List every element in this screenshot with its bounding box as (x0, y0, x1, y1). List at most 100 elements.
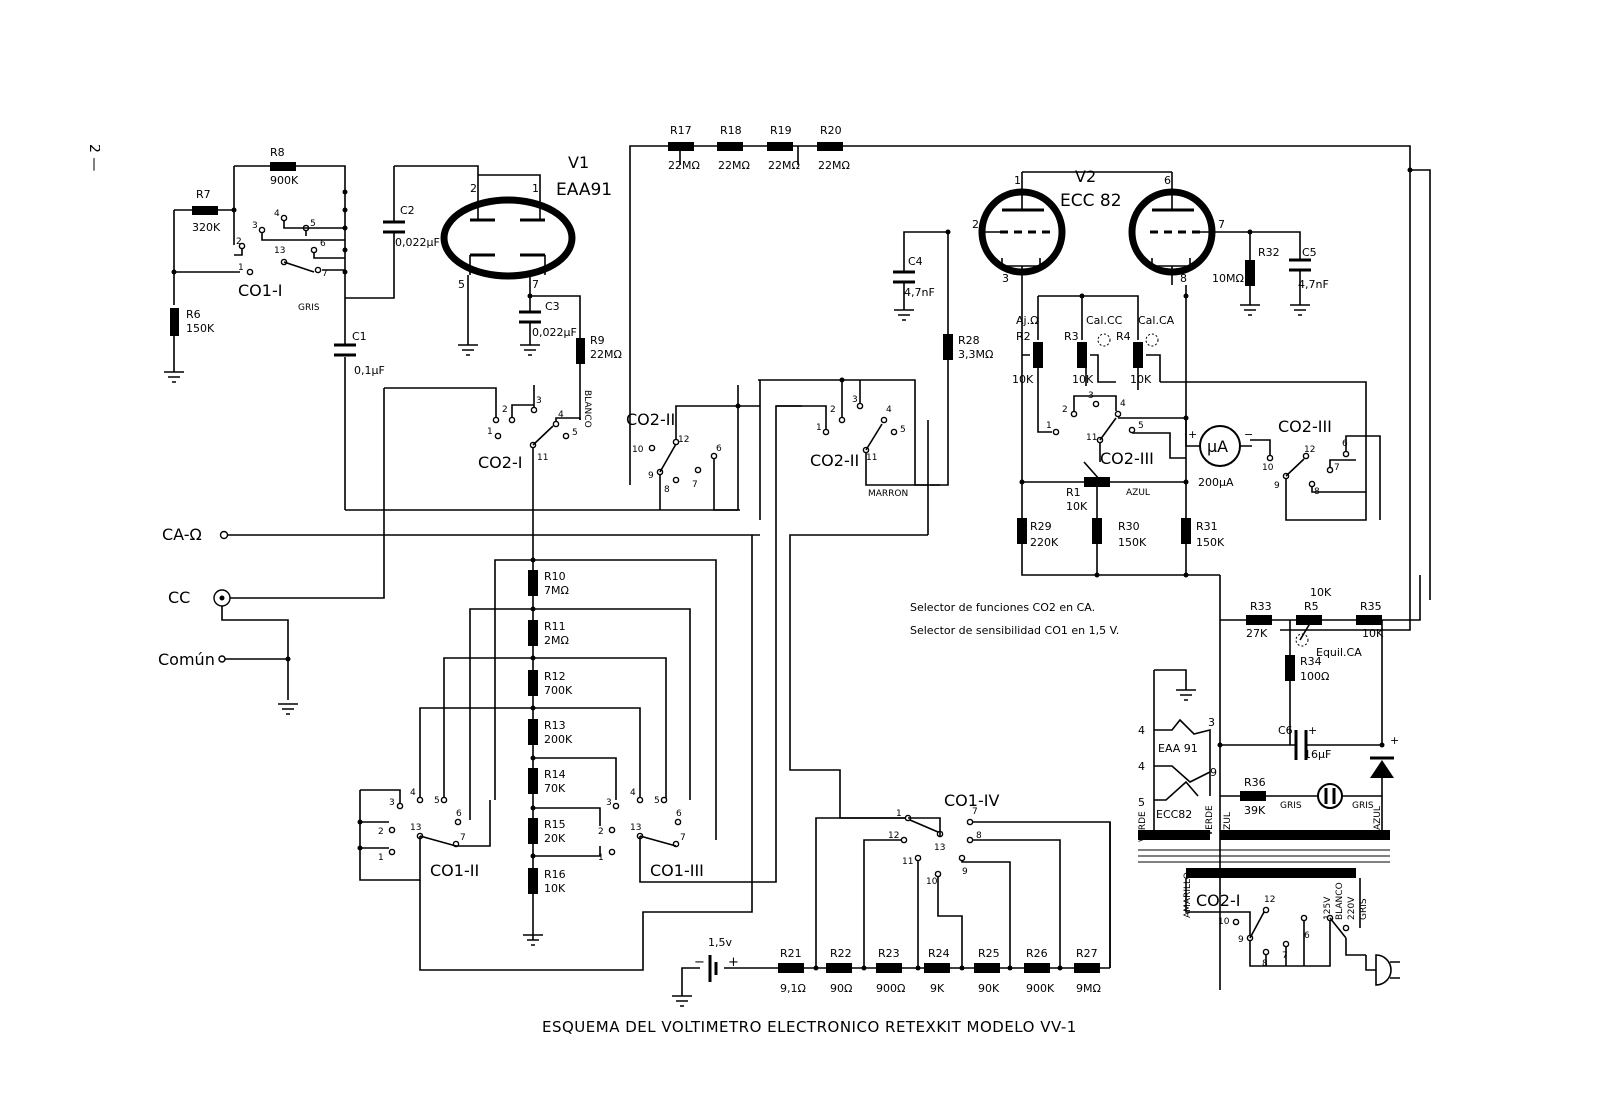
r17-ref: R17 (670, 124, 692, 137)
amarillo-tag: AMARILLO (1183, 872, 1193, 918)
svg-text:2: 2 (830, 405, 836, 415)
mains-plug-icon (1375, 954, 1392, 986)
r25-value: 90K (978, 982, 1000, 995)
svg-text:5: 5 (572, 428, 578, 438)
ca-ohm-terminal[interactable] (219, 530, 229, 540)
resistor-r28 (943, 334, 953, 360)
r13-ref: R13 (544, 719, 566, 732)
svg-text:10: 10 (1218, 917, 1230, 927)
svg-text:2: 2 (502, 405, 508, 415)
r5-value: 10K (1310, 586, 1332, 599)
pot-r4 (1133, 342, 1143, 368)
svg-text:12: 12 (888, 831, 899, 841)
pot-r5 (1296, 615, 1322, 625)
co2-i-section: 1 2 3 4 5 11 CO2-I (225, 385, 740, 599)
meter-symbol: μA (1207, 437, 1228, 456)
svg-text:6: 6 (716, 444, 722, 454)
resistor-r19 (767, 142, 793, 151)
r4-tag: Cal.CA (1138, 314, 1175, 327)
svg-text:7: 7 (460, 833, 466, 843)
microammeter: μA + − 200μA (1183, 415, 1253, 489)
c2-ref: C2 (400, 204, 415, 217)
hv-divider-chain: R17 R18 R19 R20 22MΩ 22MΩ 22MΩ 22MΩ (629, 124, 1431, 631)
svg-text:8: 8 (1262, 959, 1268, 969)
svg-text:4: 4 (274, 209, 280, 219)
svg-text:7: 7 (680, 833, 686, 843)
r14-value: 70K (544, 782, 566, 795)
page-marker: 2 — (80, 130, 102, 185)
r20-ref: R20 (820, 124, 842, 137)
r5-ref: R5 (1304, 600, 1319, 613)
page-marker-text: 2 — (86, 144, 100, 171)
svg-text:11: 11 (866, 453, 877, 463)
cal-cc-adjust-icon[interactable] (1097, 333, 1111, 347)
r2-tag: Aj.Ω (1016, 314, 1038, 327)
r19-ref: R19 (770, 124, 792, 137)
heater-pin-4b: 4 (1138, 760, 1145, 773)
r22-ref: R22 (830, 947, 852, 960)
r4-value: 10K (1130, 373, 1152, 386)
svg-text:5: 5 (654, 796, 660, 806)
gris-tag-3: GRIS (1352, 801, 1374, 811)
c4-value: 4,7nF (904, 286, 935, 299)
svg-text:6: 6 (456, 809, 462, 819)
resistor-r11 (528, 620, 538, 646)
resistor-r36 (1240, 791, 1266, 801)
neon-lamp-icon (1317, 783, 1343, 809)
r27-value: 9MΩ (1076, 982, 1101, 995)
svg-text:+: + (1308, 724, 1317, 737)
svg-text:2: 2 (1062, 405, 1068, 415)
r9-ref: R9 (590, 334, 605, 347)
comun-terminal[interactable] (218, 655, 226, 663)
svg-text:1: 1 (1046, 421, 1052, 431)
r3-ref: R3 (1064, 330, 1079, 343)
r12-ref: R12 (544, 670, 566, 683)
r34-ref: R34 (1300, 655, 1322, 668)
battery-plus: + (728, 955, 739, 970)
resistor-r29 (1017, 518, 1027, 544)
azul-tag-2: AZUL (1373, 806, 1383, 830)
svg-text:7: 7 (322, 269, 328, 279)
equil-ca-adjust-icon[interactable] (1295, 633, 1309, 647)
r1-value: 10K (1066, 500, 1088, 513)
resistor-r6 (170, 308, 179, 336)
r33-value: 27K (1246, 627, 1268, 640)
gris-tag-1: GRIS (298, 303, 320, 313)
r10-value: 7MΩ (544, 584, 569, 597)
coupling-caps: C1 0,1μF C2 0,022μF (334, 165, 541, 510)
c4-ref: C4 (908, 255, 923, 268)
r21-value: 9,1Ω (780, 982, 806, 995)
resistor-r31 (1181, 518, 1191, 544)
r33-ref: R33 (1250, 600, 1272, 613)
svg-text:7: 7 (1334, 463, 1340, 473)
co1-iii-label: CO1-III (650, 861, 704, 880)
r36-ref: R36 (1244, 776, 1266, 789)
svg-text:1: 1 (1014, 174, 1021, 187)
co2-i-psu-label: CO2-I (1196, 891, 1240, 910)
r4-ref: R4 (1116, 330, 1131, 343)
r19-value: 22MΩ (768, 159, 800, 172)
r10-ref: R10 (544, 570, 566, 583)
battery-value: 1,5v (708, 936, 732, 949)
pot-r3 (1077, 342, 1087, 368)
svg-text:3: 3 (252, 221, 258, 231)
svg-text:1: 1 (378, 853, 384, 863)
c5-ref: C5 (1302, 246, 1317, 259)
svg-text:13: 13 (934, 843, 945, 853)
r16-ref: R16 (544, 868, 566, 881)
svg-text:6: 6 (1304, 931, 1310, 941)
note-1: Selector de funciones CO2 en CA. (910, 601, 1095, 614)
svg-text:6: 6 (1342, 439, 1348, 449)
heater-pin-3: 3 (1208, 716, 1215, 729)
svg-text:1: 1 (238, 263, 244, 273)
svg-text:+: + (1390, 734, 1399, 747)
cathode-network: R1 10K AZUL R29 220K R30 150K R31 150K (1017, 461, 1225, 578)
c1-ref: C1 (352, 330, 367, 343)
cal-ca-adjust-icon[interactable] (1145, 333, 1159, 347)
v2-type: ECC 82 (1060, 191, 1122, 211)
r6-ref: R6 (186, 308, 201, 321)
resistor-r30 (1092, 518, 1102, 544)
svg-text:7: 7 (692, 480, 698, 490)
meter-range: 200μA (1198, 476, 1234, 489)
